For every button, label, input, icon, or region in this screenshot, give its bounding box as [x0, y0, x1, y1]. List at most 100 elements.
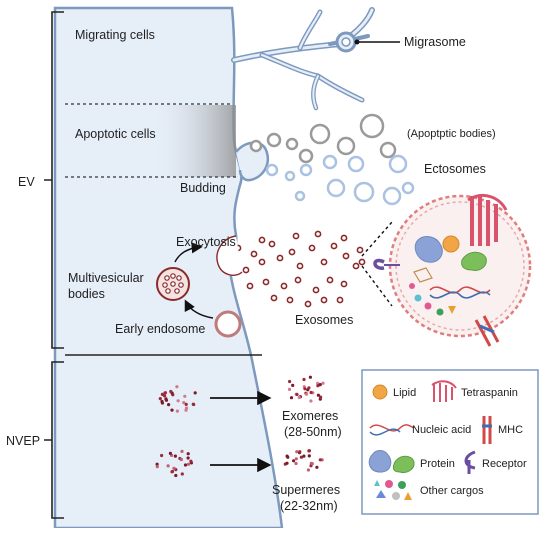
exosome: [258, 258, 266, 266]
intraluminal-vesicle: [176, 275, 182, 281]
ectosome: [388, 154, 408, 174]
apoptotic-body: [379, 141, 397, 159]
nvep-particle: [170, 408, 174, 412]
nvep-particle: [179, 457, 183, 462]
ectosome: [347, 155, 365, 173]
ev-bracket: [44, 11, 64, 349]
nvep-particle: [192, 402, 196, 407]
migrasome-inner: [341, 37, 351, 47]
migrasome-label: Migrasome: [404, 35, 466, 49]
nvep-particle: [306, 468, 310, 472]
intraluminal-vesicle: [178, 282, 184, 288]
nvep-particle: [170, 469, 175, 474]
nvep-particle: [321, 381, 325, 385]
nvep-particle: [285, 461, 289, 465]
ectosome: [326, 178, 346, 198]
ev-label: EV: [18, 175, 35, 189]
nvep-particle: [160, 453, 164, 458]
legend-receptor-label: Receptor: [482, 458, 527, 470]
legend-other-cargos-icon: [374, 480, 412, 500]
retraction-fibers: [231, 7, 375, 111]
nvep-particle: [162, 394, 167, 398]
nvep-bracket: [44, 361, 64, 519]
exosomes-label: Exosomes: [295, 313, 353, 327]
apoptotic-bodies-label: (Apoptptic bodies): [407, 128, 496, 140]
nvep-particle: [307, 386, 311, 390]
endosome-arrow: [184, 299, 214, 319]
budding-label: Budding: [180, 181, 226, 195]
nvep-particle: [186, 452, 190, 456]
mvb-intraluminal-vesicles: [162, 273, 184, 294]
nvep-particle: [318, 458, 322, 462]
exosome: [358, 258, 366, 266]
nvep-particle: [175, 385, 179, 389]
legend-nucleic-acid-icon: [369, 424, 415, 432]
nvep-particle: [180, 472, 184, 476]
nvep-particle: [289, 396, 294, 400]
nvep-particle: [305, 392, 309, 396]
exosome: [242, 266, 250, 274]
exosome: [326, 276, 334, 284]
ectosome: [299, 163, 313, 177]
nvep-particle: [309, 399, 313, 403]
apoptotic-region: [150, 105, 236, 177]
migrasome-pointer-dot: [354, 39, 360, 45]
exosome: [288, 248, 296, 256]
exosome: [320, 258, 328, 266]
nvep-particle: [310, 462, 314, 466]
supermeres-label: Supermeres: [272, 483, 340, 497]
nvep-particle: [307, 454, 311, 458]
apoptotic-body: [249, 139, 263, 153]
nvep-particle: [295, 450, 299, 454]
mvb-label-line1: Multivesicular: [68, 271, 144, 285]
migrating-cells-label: Migrating cells: [75, 28, 155, 42]
nvep-particle: [309, 390, 313, 395]
nvep-particle: [184, 402, 188, 406]
nvep-particle: [175, 409, 179, 413]
protein-blob-icon: [414, 236, 443, 263]
exosome-magnified: [388, 194, 532, 338]
nvep-particle: [303, 387, 307, 391]
exosomes-group: [228, 230, 366, 308]
early-endosome: [214, 310, 242, 338]
apoptotic-body: [285, 137, 299, 151]
legend-items: Lipid Tetraspanin Nucleic acid MHC Prote…: [368, 380, 527, 500]
ectosome: [401, 181, 415, 195]
legend-mhc-icon: [482, 416, 492, 444]
legend-lipid-label: Lipid: [393, 387, 416, 399]
nvep-particle: [173, 454, 177, 458]
nvep-particle: [318, 383, 322, 387]
nvep-particle: [307, 449, 311, 453]
apoptotic-bodies: [249, 113, 397, 164]
intraluminal-vesicle: [165, 288, 171, 294]
nvep-particle: [186, 462, 191, 466]
exosome: [330, 242, 338, 250]
early-endosome-label: Early endosome: [115, 322, 205, 336]
legend-lipid-icon: [372, 384, 388, 400]
legend-tetraspanin-label: Tetraspanin: [461, 387, 518, 399]
nvep-particle: [155, 465, 159, 469]
exocytosis-label: Exocytosis: [176, 235, 236, 249]
legend-other-cargos-label: Other cargos: [420, 485, 484, 497]
exosome: [246, 282, 254, 290]
nvep-particle: [189, 459, 193, 463]
nvep-particle: [294, 461, 298, 466]
legend-tetraspanin-icon: [431, 380, 457, 402]
nvep-particle: [158, 397, 162, 401]
apoptotic-body: [359, 113, 385, 139]
lipid-icon: [442, 235, 460, 253]
nvep-particle: [302, 377, 306, 382]
exosome: [286, 296, 294, 304]
nvep-particle: [176, 399, 180, 403]
ectosomes-label: Ectosomes: [424, 162, 486, 176]
zoom-line-bottom: [361, 265, 393, 307]
exosome: [268, 240, 276, 248]
ectosomes-group: [265, 154, 415, 206]
exosome: [294, 276, 302, 284]
nvep-particle: [172, 466, 176, 470]
nvep-particle: [315, 465, 319, 469]
exosome: [276, 254, 284, 262]
nvep-particle: [316, 393, 320, 397]
